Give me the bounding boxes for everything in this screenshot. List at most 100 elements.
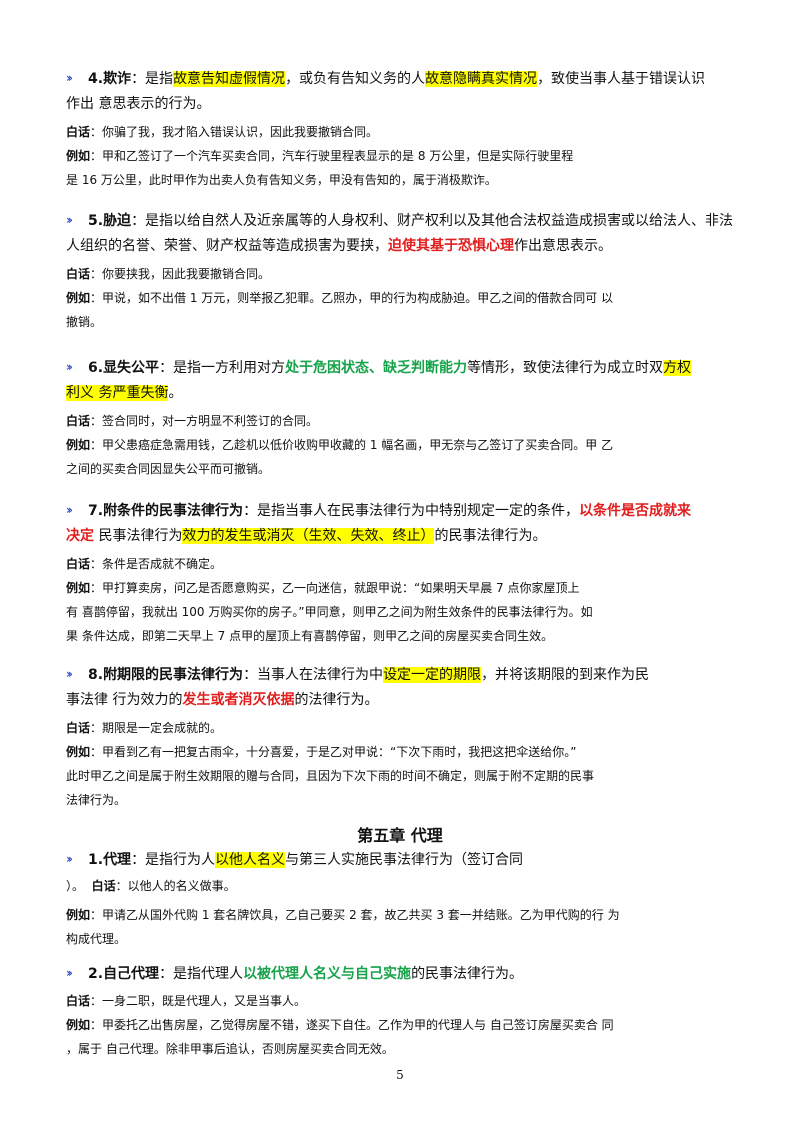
baihua-label: 白话: [66, 721, 91, 735]
definition-line-2: 事法律 行为效力的发生或者消灭依据的法律行为。: [66, 688, 746, 713]
highlighted-phrase: 利义 务严重失衡: [66, 385, 169, 401]
highlighted-phrase: 故意隐瞒真实情况: [425, 71, 538, 87]
term-name: 显失公平: [103, 360, 160, 376]
definition-content: ：是指故意告知虚假情况，或负有告知义务的人故意隐瞒真实情况，致使当事人基于错误认…: [131, 71, 705, 87]
example-label: 例如: [66, 1018, 91, 1032]
example-text: 构成代理。: [66, 932, 127, 946]
highlighted-phrase: 方权: [663, 360, 692, 376]
example-text: 有 喜鹊停留，我就出 100 万购买你的房子。”甲同意，则甲乙之间为附生效条件的…: [66, 605, 593, 619]
definition-tail: ）。: [66, 879, 85, 893]
section-fraud: ››4.欺诈：是指故意告知虚假情况，或负有告知义务的人故意隐瞒真实情况，致使当事…: [66, 66, 746, 192]
example-text: ，属于 自己代理。除非甲事后追认，否则房屋买卖合同无效。: [66, 1042, 394, 1056]
term-number: 8.: [88, 667, 104, 683]
double-chevron-icon: ››: [66, 360, 73, 374]
plain-explanation: 白话：签合同时，对一方明显不利签订的合同。: [66, 409, 746, 433]
example-line-1: 例如：甲父患癌症急需用钱，乙趁机以低价收购甲收藏的 1 幅名画，甲无奈与乙签订了…: [66, 433, 746, 457]
definition-content: 人组织的名誉、荣誉、财产权益等造成损害为要挟，迫使其基于恐惧心理作出意思表示。: [66, 238, 612, 254]
plain-explanation: 白话：期限是一定会成就的。: [66, 716, 746, 740]
example-line-1: 例如：甲打算卖房，问乙是否愿意购买，乙一向迷信，就跟甲说：“如果明天早晨 7 点…: [66, 576, 746, 600]
definition-content: ：是指以给自然人及近亲属等的人身权利、财产权利以及其他合法权益造成损害或以给法人…: [131, 213, 733, 229]
section-agency: ››1.代理：是指行为人以他人名义与第三人实施民事法律行为（签订合同 ）。 白话…: [66, 847, 746, 951]
example-text: ：甲和乙签订了一个汽车买卖合同，汽车行驶里程表显示的是 8 万公里，但是实际行驶…: [90, 149, 574, 163]
highlighted-phrase: 设定一定的期限: [383, 667, 482, 683]
section-conditional-act: ›› 7.附条件的民事法律行为：是指当事人在民事法律行为中特别规定一定的条件，以条…: [66, 498, 746, 648]
definition-line-1: ››4.欺诈：是指故意告知虚假情况，或负有告知义务的人故意隐瞒真实情况，致使当事…: [66, 66, 746, 92]
definition-content: ：是指代理人以被代理人名义与自己实施的民事法律行为。: [159, 966, 523, 982]
definition-text: ，致使当事人基于错误认识: [537, 71, 706, 87]
definition-text: 。: [168, 385, 183, 401]
highlighted-phrase: 迫使其基于恐惧心理: [388, 238, 514, 254]
example-text: ：甲父患癌症急需用钱，乙趁机以低价收购甲收藏的 1 幅名画，甲无奈与乙签订了买卖…: [90, 438, 614, 452]
definition-line-1: ››6.显失公平：是指一方利用对方处于危困状态、缺乏判断能力等情形，致使法律行为…: [66, 355, 746, 381]
definition-line-1: ›› 7.附条件的民事法律行为：是指当事人在民事法律行为中特别规定一定的条件，以条…: [66, 498, 746, 524]
double-chevron-icon: ››: [66, 852, 73, 866]
definition-text: 民事法律行为: [94, 528, 183, 544]
example-label: 例如: [66, 908, 91, 922]
definition-text: ：是指行为人: [131, 852, 216, 868]
definition-text: ，或负有告知义务的人: [285, 71, 426, 87]
term-name: 自己代理: [103, 966, 160, 982]
example-label: 例如: [66, 745, 91, 759]
highlighted-phrase: 故意告知虚假情况: [173, 71, 286, 87]
definition-content: 作出 意思表示的行为。: [66, 96, 210, 112]
definition-content: 事法律 行为效力的发生或者消灭依据的法律行为。: [66, 692, 378, 708]
term-number: 5.: [88, 213, 104, 229]
definition-text: ：是指一方利用对方: [159, 360, 286, 376]
baihua-text: ：以他人的名义做事。: [115, 879, 236, 893]
definition-content: 决定 民事法律行为效力的发生或消灭（生效、失效、终止）的民事法律行为。: [66, 528, 546, 544]
highlighted-phrase: 以条件是否成就来: [579, 503, 692, 519]
double-chevron-icon: ››: [66, 503, 73, 517]
definition-line-1: ››8.附期限的民事法律行为：当事人在法律行为中设定一定的期限，并将该期限的到来…: [66, 662, 746, 688]
highlighted-phrase: 决定: [66, 528, 94, 544]
example-label: 例如: [66, 291, 91, 305]
highlighted-phrase: 效力的发生或消灭（生效、失效、终止）: [182, 528, 435, 544]
section-duress: ››5.胁迫：是指以给自然人及近亲属等的人身权利、财产权利以及其他合法权益造成损…: [66, 208, 746, 334]
baihua-text: ：条件是否成就不确定。: [90, 557, 223, 571]
definition-content: ：是指当事人在民事法律行为中特别规定一定的条件，以条件是否成就来: [243, 503, 691, 519]
definition-line-1: ››1.代理：是指行为人以他人名义与第三人实施民事法律行为（签订合同: [66, 847, 746, 873]
term-number: 7.: [88, 503, 104, 519]
definition-line-1: ››5.胁迫：是指以给自然人及近亲属等的人身权利、财产权利以及其他合法权益造成损…: [66, 208, 746, 234]
definition-text: ，并将该期限的到来作为民: [481, 667, 650, 683]
definition-text: 作出意思表示。: [514, 238, 612, 254]
definition-text: ：当事人在法律行为中: [243, 667, 384, 683]
example-text: ：甲说，如不出借 1 万元，则举报乙犯罪。乙照办，甲的行为构成胁迫。甲乙之间的借…: [90, 291, 614, 305]
definition-text: ：是指: [131, 71, 174, 87]
example-text: 撤销。: [66, 315, 103, 329]
baihua-label: 白话: [91, 879, 116, 893]
baihua-label: 白话: [66, 557, 91, 571]
term-name: 欺诈: [103, 71, 132, 87]
baihua-label: 白话: [66, 267, 91, 281]
term-number: 1.: [88, 852, 104, 868]
definition-text: 的法律行为。: [294, 692, 379, 708]
definition-line-2: 决定 民事法律行为效力的发生或消灭（生效、失效、终止）的民事法律行为。: [66, 524, 746, 549]
example-line-1: 例如：甲委托乙出售房屋，乙觉得房屋不错，遂买下自住。乙作为甲的代理人与 自己签订…: [66, 1013, 746, 1037]
double-chevron-icon: ››: [66, 667, 73, 681]
highlighted-phrase: 处于危困状态、缺乏判断能力: [285, 360, 468, 376]
definition-text: 人组织的名誉、荣誉、财产权益等造成损害为要挟，: [66, 238, 388, 254]
example-text: 此时甲乙之间是属于附生效期限的赠与合同，且因为下次下雨的时间不确定，则属于附不定…: [66, 769, 595, 783]
baihua-text: ：你骗了我，我才陷入错误认识，因此我要撤销合同。: [90, 125, 379, 139]
example-line-1: 例如：甲说，如不出借 1 万元，则举报乙犯罪。乙照办，甲的行为构成胁迫。甲乙之间…: [66, 286, 746, 310]
definition-text: 作出 意思表示的行为。: [66, 96, 211, 112]
highlighted-phrase: 发生或者消灭依据: [182, 692, 295, 708]
definition-text: 的民事法律行为。: [434, 528, 547, 544]
example-line-2: 构成代理。: [66, 927, 746, 951]
definition-text: 的民事法律行为。: [411, 966, 524, 982]
term-name: 代理: [103, 852, 132, 868]
plain-explanation: 白话：你骗了我，我才陷入错误认识，因此我要撤销合同。: [66, 120, 746, 144]
baihua-text: ：一身二职，既是代理人，又是当事人。: [90, 994, 307, 1008]
term-name: 附条件的民事法律行为: [103, 503, 244, 519]
definition-line-2: 人组织的名誉、荣誉、财产权益等造成损害为要挟，迫使其基于恐惧心理作出意思表示。: [66, 234, 746, 259]
example-line-1: 例如：甲和乙签订了一个汽车买卖合同，汽车行驶里程表显示的是 8 万公里，但是实际…: [66, 144, 746, 168]
example-line-2: 是 16 万公里，此时甲作为出卖人负有告知义务，甲没有告知的，属于消极欺诈。: [66, 168, 746, 192]
section-self-agency: ››2.自己代理：是指代理人以被代理人名义与自己实施的民事法律行为。 白话：一身…: [66, 961, 746, 1061]
definition-line-2: 作出 意思表示的行为。: [66, 92, 746, 117]
definition-text: ：是指代理人: [159, 966, 244, 982]
example-line-1: 例如：甲看到乙有一把复古雨伞，十分喜爱，于是乙对甲说：“下次下雨时，我把这把伞送…: [66, 740, 746, 764]
example-label: 例如: [66, 581, 91, 595]
example-label: 例如: [66, 438, 91, 452]
example-line-2: 此时甲乙之间是属于附生效期限的赠与合同，且因为下次下雨的时间不确定，则属于附不定…: [66, 764, 746, 788]
baihua-text: ：签合同时，对一方明显不利签订的合同。: [90, 414, 319, 428]
